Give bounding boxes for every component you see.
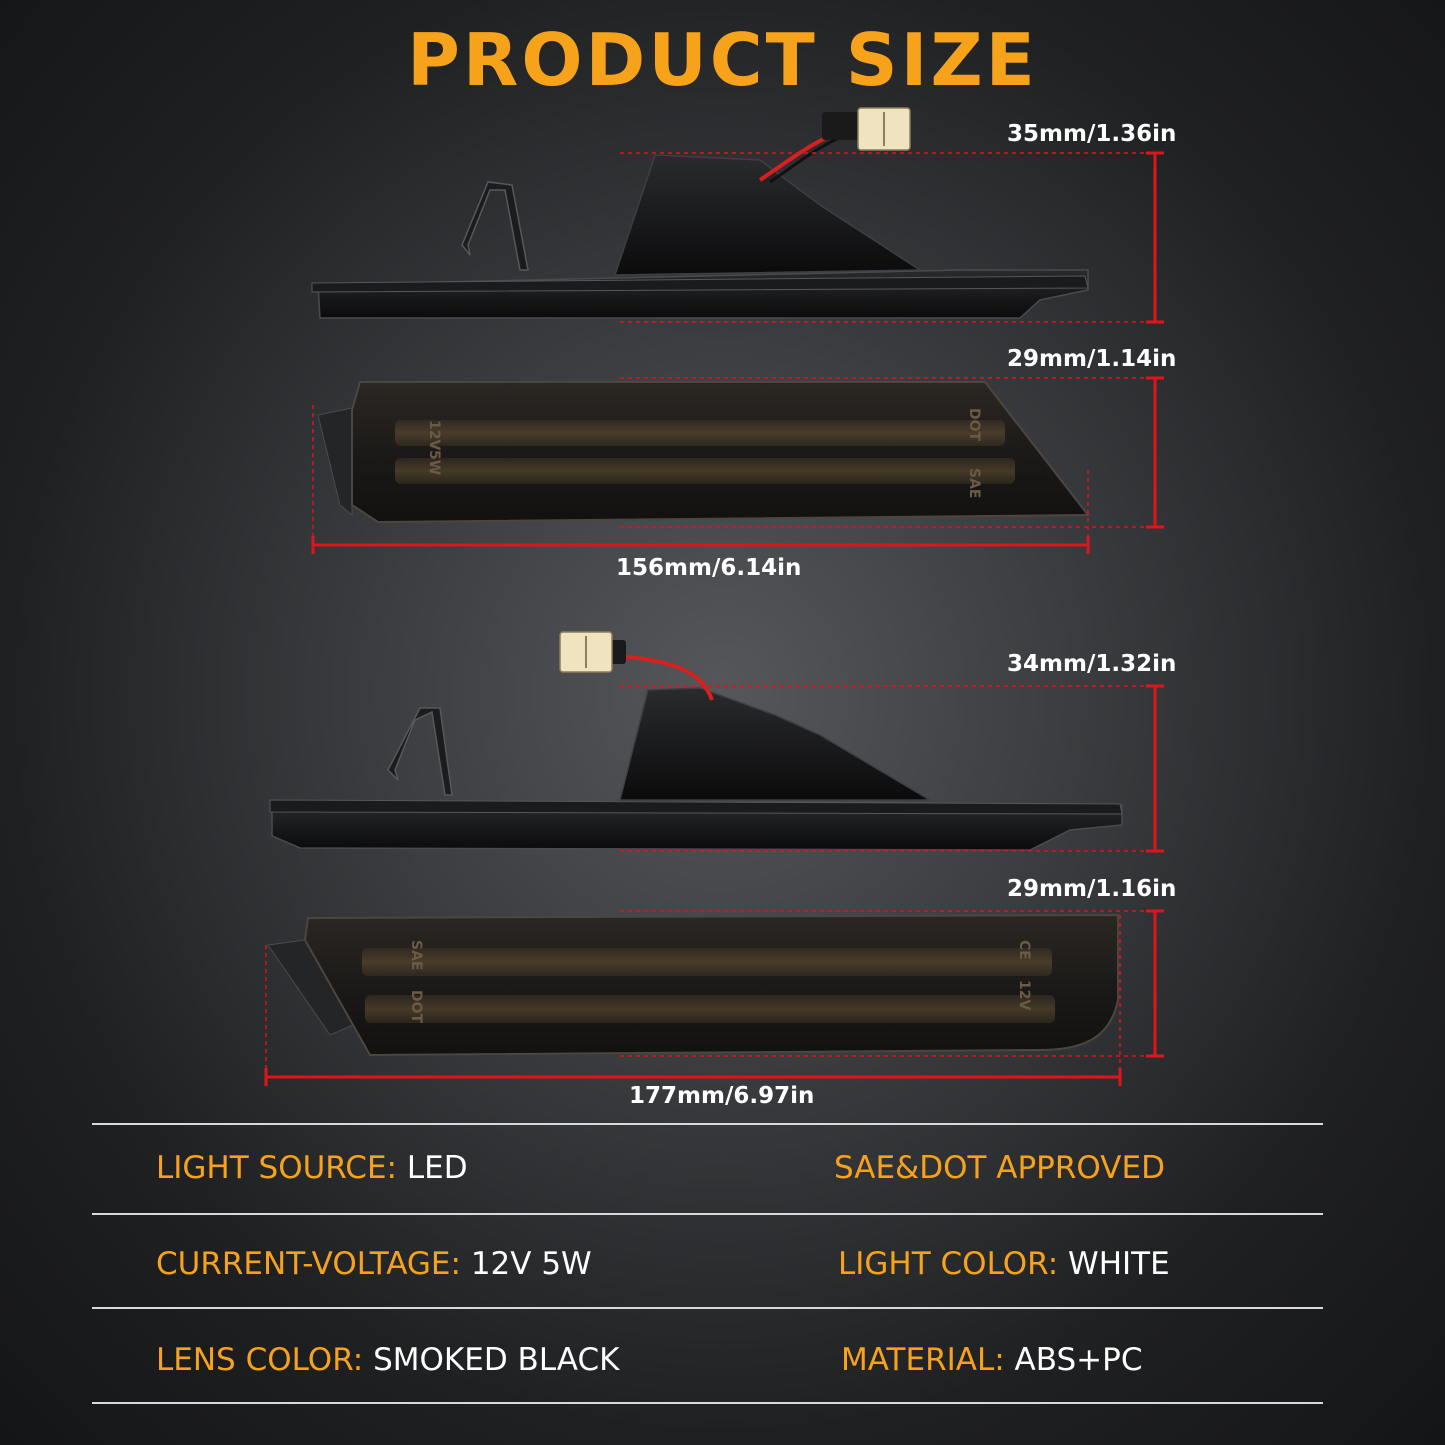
spec-value: SMOKED BLACK	[373, 1342, 620, 1378]
spec-divider	[92, 1402, 1323, 1404]
dimension-lines	[264, 151, 1164, 1086]
spec-label: LENS COLOR:	[156, 1342, 364, 1378]
spec-label: MATERIAL:	[841, 1342, 1005, 1378]
spec-current-voltage: CURRENT-VOLTAGE: 12V 5W	[156, 1246, 592, 1282]
lens-marking-ce-bottom: CE	[1016, 940, 1032, 960]
spec-lens-color: LENS COLOR: SMOKED BLACK	[156, 1342, 619, 1378]
spec-label: CURRENT-VOLTAGE:	[156, 1246, 461, 1282]
spec-label: LIGHT SOURCE:	[156, 1150, 397, 1186]
spec-value: ABS+PC	[1014, 1342, 1143, 1378]
lens-marking-dot-bottom: DOT	[408, 990, 424, 1024]
spec-label: LIGHT COLOR:	[838, 1246, 1059, 1282]
bottom-housing-side-view	[269, 631, 1123, 851]
spec-light-source: LIGHT SOURCE: LED	[156, 1150, 468, 1186]
lens-marking-sae: SAE	[966, 468, 982, 498]
spec-light-color: LIGHT COLOR: WHITE	[838, 1246, 1170, 1282]
top-height-label: 35mm/1.36in	[1007, 121, 1177, 147]
lens-marking-dot: DOT	[966, 408, 982, 442]
spec-value: 12V 5W	[470, 1246, 592, 1282]
bottom-height-label: 34mm/1.32in	[1007, 651, 1177, 677]
spec-material: MATERIAL: ABS+PC	[841, 1342, 1142, 1378]
lens-marking-sae-bottom: SAE	[408, 940, 424, 970]
top-lens-front-view: 12V 5W DOT SAE	[317, 381, 1091, 524]
spec-value: WHITE	[1068, 1246, 1170, 1282]
top-length-label: 156mm/6.14in	[616, 555, 802, 581]
lens-marking-voltage-bottom: 12V	[1016, 980, 1032, 1010]
page-title: PRODUCT SIZE	[407, 18, 1038, 102]
top-housing-side-view	[311, 107, 1089, 319]
spec-label: SAE&DOT APPROVED	[834, 1150, 1165, 1186]
spec-divider	[92, 1123, 1323, 1125]
spec-divider	[92, 1307, 1323, 1309]
bottom-lens-height-label: 29mm/1.16in	[1007, 876, 1177, 902]
spec-divider	[92, 1213, 1323, 1215]
bottom-length-label: 177mm/6.97in	[629, 1083, 815, 1109]
top-lens-height-label: 29mm/1.14in	[1007, 346, 1177, 372]
lens-marking-power: 5W	[426, 450, 442, 475]
spec-approval: SAE&DOT APPROVED	[834, 1150, 1165, 1186]
lens-marking-voltage: 12V	[426, 420, 442, 450]
bottom-lens-front-view: SAE DOT CE 12V	[267, 913, 1119, 1057]
spec-value: LED	[406, 1150, 468, 1186]
